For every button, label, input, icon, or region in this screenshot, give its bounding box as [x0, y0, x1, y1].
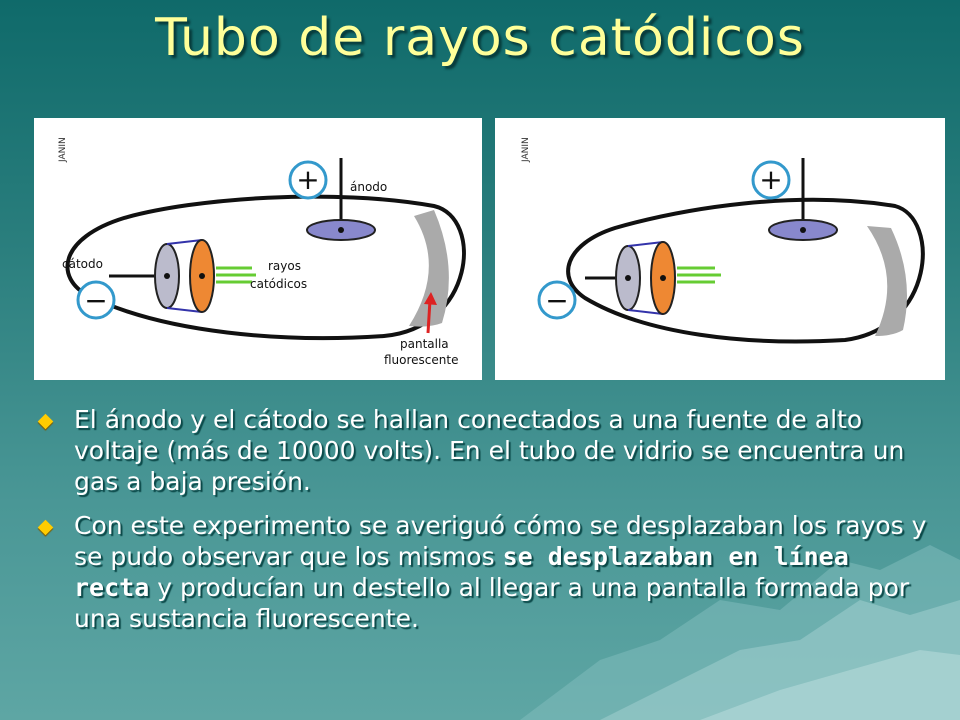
minus-terminal-icon — [537, 280, 577, 320]
bullet-text: El ánodo y el cátodo se hallan conectado… — [74, 405, 905, 496]
watermark: JANIN — [58, 137, 68, 163]
label-cathode: cátodo — [62, 257, 103, 271]
anode-center — [800, 227, 806, 233]
cathode-cylinder-bottom — [166, 307, 203, 313]
diamond-bullet-icon — [37, 413, 54, 430]
anode-center — [338, 227, 344, 233]
cathode-center-front — [660, 275, 666, 281]
crt-diagram-unlabeled: JANIN + − — [521, 137, 925, 344]
slide-title: Tubo de rayos catódicos — [155, 8, 805, 68]
diagram-labeled: JANIN + ánodo rayos catódicos cátodo − p… — [34, 118, 482, 380]
cathode-rays — [677, 266, 721, 284]
minus-terminal-icon — [76, 280, 116, 320]
label-screen-2: fluorescente — [384, 353, 458, 367]
cathode-cylinder-top — [166, 239, 203, 245]
cathode-rays — [216, 266, 256, 284]
plus-symbol: + — [759, 163, 782, 196]
plus-terminal-icon — [288, 160, 328, 200]
bullet-text-after: y producían un destello al llegar a una … — [74, 573, 910, 633]
bullet-text-bold: se desplazaban en línea recta — [74, 542, 849, 602]
label-rays-2: catódicos — [250, 277, 307, 291]
cathode-cylinder-top — [627, 241, 664, 247]
diagram-unlabeled: JANIN + − — [495, 118, 945, 380]
screen-arrow — [426, 299, 432, 334]
label-anode: ánodo — [350, 180, 387, 194]
screen-arrow-head — [424, 292, 437, 305]
glass-tube — [566, 197, 925, 344]
cathode-center-back — [625, 275, 631, 281]
fluorescent-screen — [867, 226, 907, 336]
cathode-cylinder-bottom — [627, 309, 664, 315]
fluorescent-screen — [409, 210, 449, 327]
diamond-bullet-icon — [37, 519, 54, 536]
glass-tube — [65, 194, 466, 341]
plus-symbol: + — [296, 163, 319, 196]
cathode-center-front — [199, 273, 205, 279]
watermark: JANIN — [521, 137, 531, 163]
label-screen-1: pantalla — [400, 337, 449, 351]
label-rays-1: rayos — [268, 259, 301, 273]
minus-symbol: − — [84, 284, 107, 317]
minus-symbol: − — [545, 284, 568, 317]
plus-terminal-icon — [751, 160, 791, 200]
bullet-item: Con este experimento se averiguó cómo se… — [37, 510, 938, 634]
cathode-center-back — [164, 273, 170, 279]
crt-diagram-labeled: JANIN + ánodo rayos catódicos cátodo − p… — [58, 137, 466, 367]
bullet-text-before: Con este experimento se averiguó cómo se… — [74, 511, 927, 571]
bullet-list: El ánodo y el cátodo se hallan conectado… — [37, 404, 938, 647]
bullet-item: El ánodo y el cátodo se hallan conectado… — [37, 404, 938, 497]
